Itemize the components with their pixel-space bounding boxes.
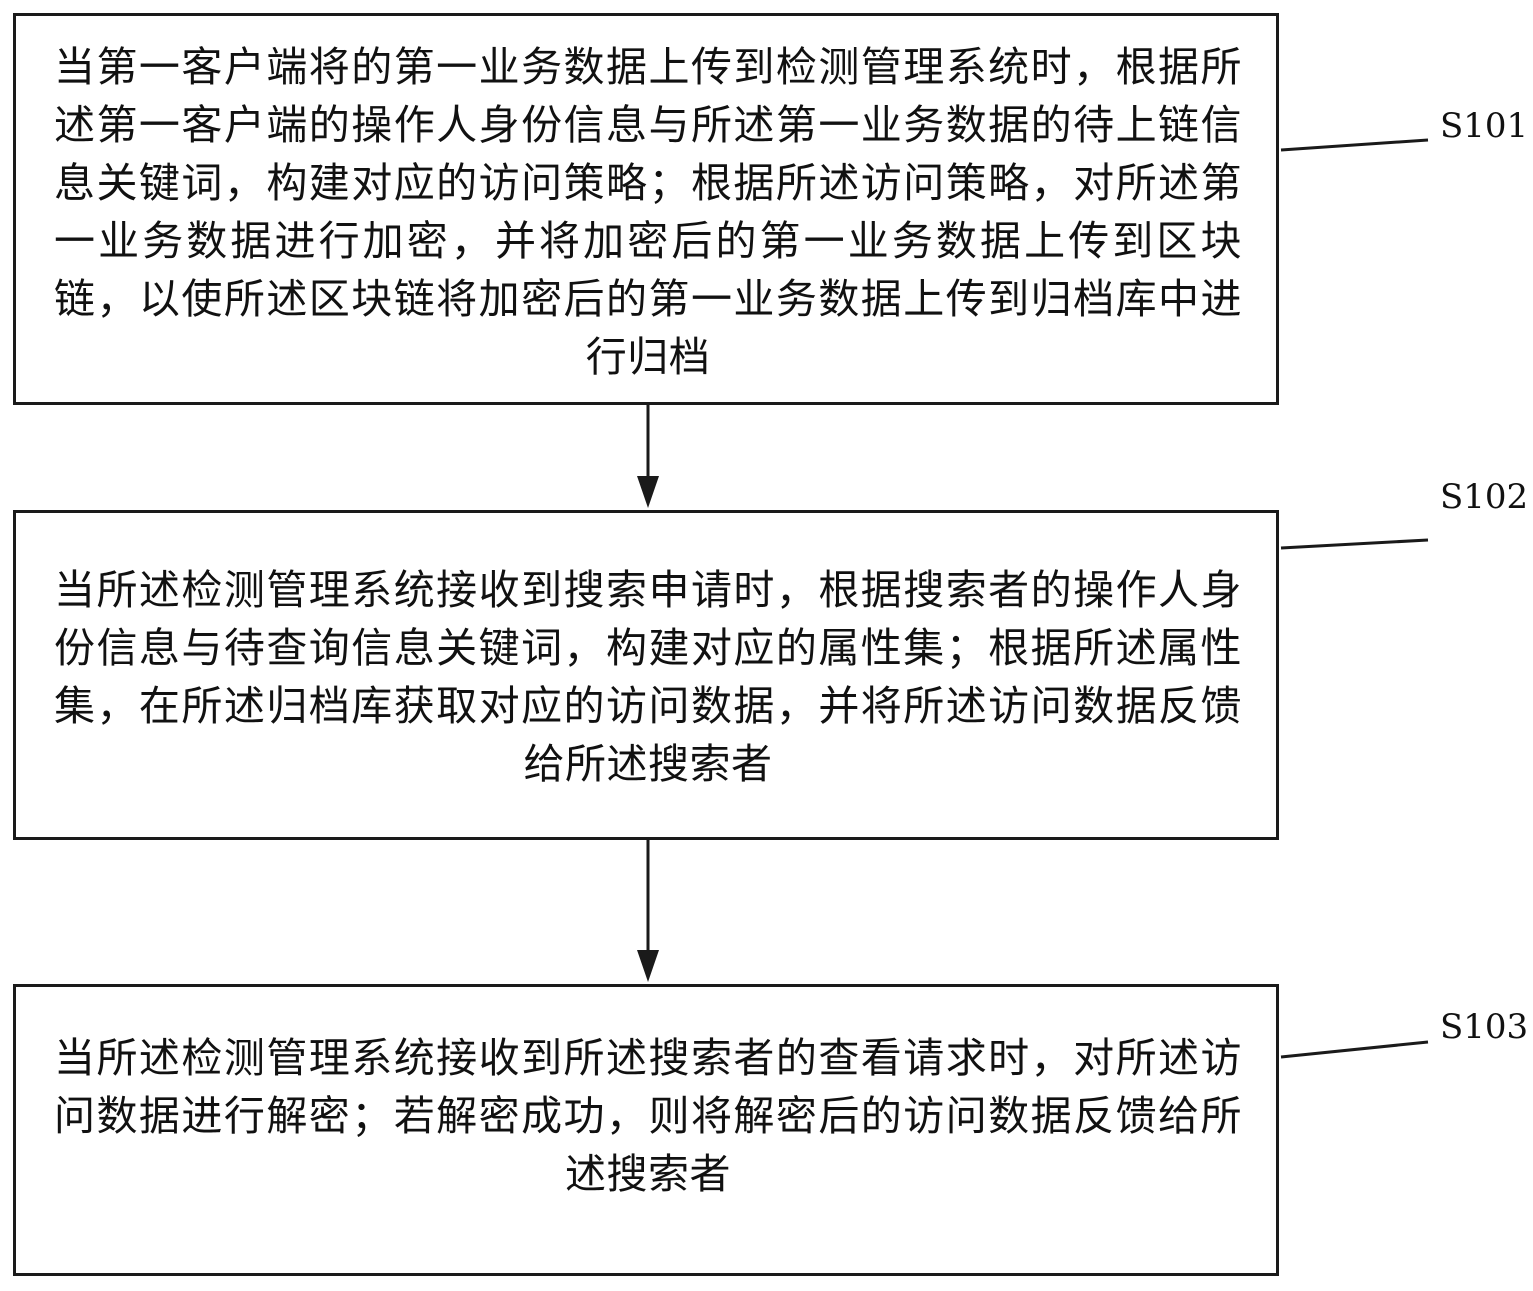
leader-line-s102 [1280,538,1429,550]
step-text-s102: 当所述检测管理系统接收到搜索申请时，根据搜索者的操作人身份信息与待查询信息关键词… [54,566,1242,788]
leader-line-s103 [1280,1040,1429,1059]
step-label-s102: S102 [1440,477,1529,517]
leader-line-s101 [1280,138,1429,152]
step-text-s101: 当第一客户端将的第一业务数据上传到检测管理系统时，根据所述第一客户端的操作人身份… [54,43,1242,381]
step-box-s101: 当第一客户端将的第一业务数据上传到检测管理系统时，根据所述第一客户端的操作人身份… [13,13,1279,405]
step-label-s103: S103 [1440,1007,1529,1047]
step-text-s103: 当所述检测管理系统接收到所述搜索者的查看请求时，对所述访问数据进行解密；若解密成… [54,1034,1242,1198]
step-box-s102: 当所述检测管理系统接收到搜索申请时，根据搜索者的操作人身份信息与待查询信息关键词… [13,510,1279,840]
step-label-s101: S101 [1440,106,1529,146]
arrow-s102-to-s103 [637,840,659,982]
arrow-s101-to-s102 [637,405,659,508]
step-box-s103: 当所述检测管理系统接收到所述搜索者的查看请求时，对所述访问数据进行解密；若解密成… [13,984,1279,1276]
